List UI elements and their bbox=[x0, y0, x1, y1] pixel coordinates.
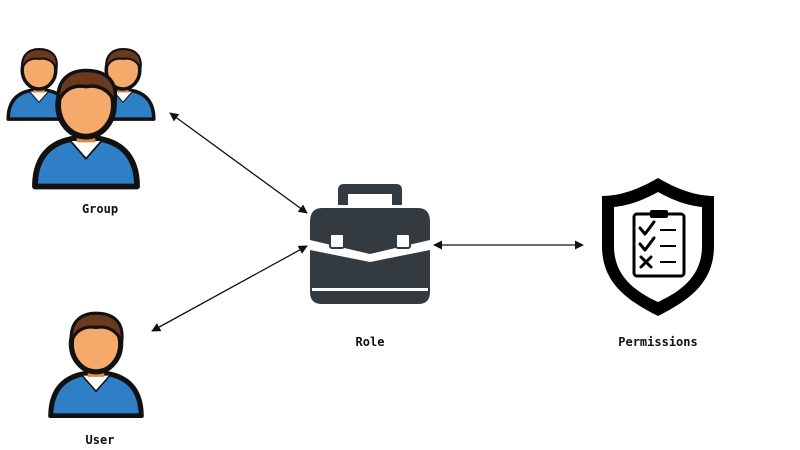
user-icon bbox=[51, 313, 141, 416]
role-label: Role bbox=[355, 335, 385, 349]
user-label: User bbox=[85, 433, 115, 447]
edge-user-role bbox=[151, 245, 308, 332]
shield-checklist-icon bbox=[602, 178, 714, 316]
briefcase-icon bbox=[310, 184, 430, 304]
group-label: Group bbox=[81, 202, 119, 216]
group-users-icon bbox=[8, 49, 154, 186]
permissions-label: Permissions bbox=[618, 335, 698, 349]
edge-group-role bbox=[169, 112, 308, 214]
